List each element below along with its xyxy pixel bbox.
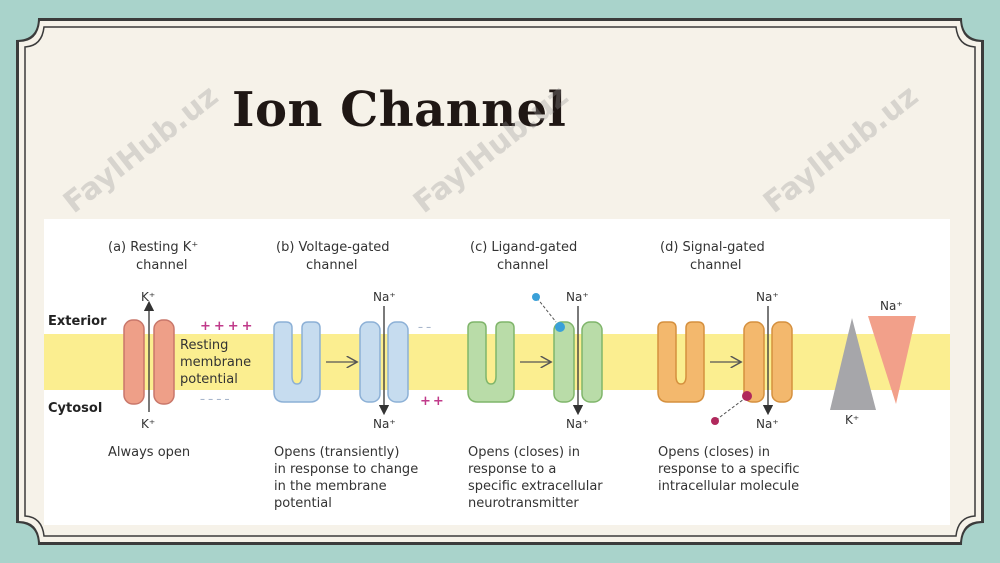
resting-label-2: membrane (180, 355, 251, 370)
panel-a-ion-bottom: K⁺ (141, 417, 155, 431)
na-gradient-label: Na⁺ (880, 299, 903, 313)
bound-neurotransmitter (555, 322, 565, 332)
neurotransmitter-ligand (532, 293, 540, 301)
panel-b-caption-3: in the membrane (274, 479, 387, 494)
signal-channel-open-left (743, 321, 765, 403)
signal-channel-closed (657, 321, 705, 403)
negative-charges-cytosol: – – – – (200, 394, 230, 405)
panel-d-heading-2: channel (690, 258, 741, 273)
signal-channel-open-right (771, 321, 793, 403)
slide-title: Ion Channel (232, 82, 567, 138)
panel-d-ion-bottom: Na⁺ (756, 417, 779, 431)
concentration-gradients: Na⁺ K⁺ (830, 299, 916, 427)
panel-a-caption-1: Always open (108, 445, 190, 460)
resting-label-3: potential (180, 372, 238, 387)
panel-b-caption-2: in response to change (274, 462, 418, 477)
panel-c-heading-2: channel (497, 258, 548, 273)
k-channel-left-subunit (123, 319, 145, 405)
panel-a-ion-top: K⁺ (141, 290, 155, 304)
panel-d-heading-1: (d) Signal-gated (660, 240, 765, 255)
panel-c-ion-bottom: Na⁺ (566, 417, 589, 431)
panel-c-caption-2: response to a (468, 462, 556, 477)
panel-ligand-gated-channel: (c) Ligand-gated channel Na⁺ Na⁺ Opens (… (467, 240, 603, 511)
voltage-channel-open-right (387, 321, 409, 403)
k-gradient-triangle (830, 318, 876, 410)
intracellular-molecule-path (715, 398, 745, 421)
panel-c-caption-4: neurotransmitter (468, 496, 579, 511)
voltage-channel-open-left (359, 321, 381, 403)
resting-label-1: Resting (180, 338, 228, 353)
intracellular-molecule (711, 417, 719, 425)
ligand-channel-open-right (581, 321, 603, 403)
exterior-label: Exterior (48, 314, 107, 329)
na-gradient-triangle (868, 316, 916, 404)
neurotransmitter-path (536, 297, 557, 323)
voltage-channel-closed (273, 321, 321, 403)
ligand-channel-open-left (553, 321, 575, 403)
panel-b-caption-4: potential (274, 496, 332, 511)
panel-voltage-gated-channel: (b) Voltage-gated channel Na⁺ Na⁺ – – ++… (273, 240, 446, 511)
panel-d-caption-1: Opens (closes) in (658, 445, 770, 460)
negative-charges-exterior-b: – – (418, 322, 431, 333)
panel-c-ion-top: Na⁺ (566, 290, 589, 304)
panel-d-caption-3: intracellular molecule (658, 479, 799, 494)
panel-c-caption-1: Opens (closes) in (468, 445, 580, 460)
positive-charges-cytosol-b: ++ (420, 394, 446, 409)
panel-b-heading-2: channel (306, 258, 357, 273)
panel-c-heading-1: (c) Ligand-gated (470, 240, 577, 255)
k-channel-right-subunit (153, 319, 175, 405)
panel-signal-gated-channel: (d) Signal-gated channel Na⁺ Na⁺ Opens (… (657, 240, 800, 494)
panel-b-ion-bottom: Na⁺ (373, 417, 396, 431)
panel-b-caption-1: Opens (transiently) (274, 445, 399, 460)
panel-d-caption-2: response to a specific (658, 462, 800, 477)
bound-intracellular-molecule (742, 391, 752, 401)
panel-b-heading-1: (b) Voltage-gated (276, 240, 390, 255)
panel-a-heading-2: channel (136, 258, 187, 273)
panel-c-caption-3: specific extracellular (468, 479, 603, 494)
k-gradient-label: K⁺ (845, 413, 859, 427)
cytosol-label: Cytosol (48, 401, 102, 416)
panel-b-ion-top: Na⁺ (373, 290, 396, 304)
ligand-channel-closed (467, 321, 515, 403)
positive-charges-exterior: ++++ (200, 319, 256, 334)
panel-a-heading-1: (a) Resting K⁺ (108, 240, 198, 255)
panel-resting-k-channel: (a) Resting K⁺ channel K⁺ K⁺ ++++ – – – … (108, 240, 256, 460)
panel-d-ion-top: Na⁺ (756, 290, 779, 304)
